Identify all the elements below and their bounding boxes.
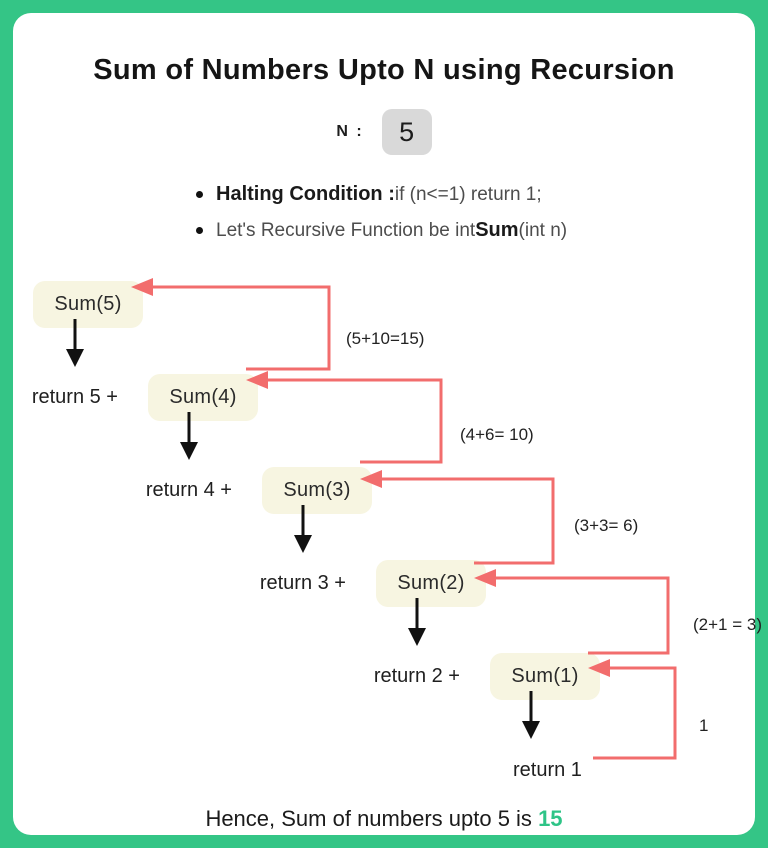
connector-label-15: (5+10=15) [346,329,425,348]
return-label-5: return 5 + [31,386,118,408]
bullet-dot-icon [196,191,203,198]
connector-label-6: (3+3= 6) [574,516,639,535]
conclusion-result: 15 [538,806,563,831]
n-input-row: N : 5 [13,109,755,155]
n-label: N : [336,123,364,140]
connector-label-1: 1 [699,716,709,735]
recursive-function-name: Sum [475,219,519,241]
return-label-3: return 3 + [259,572,346,594]
halting-condition-bold: Halting Condition : [216,183,395,205]
return-label-1: return 1 [513,759,582,781]
call-box-sum3: Sum(3) [262,467,372,514]
halting-condition-rest: if (n<=1) return 1; [394,183,542,205]
halting-condition-item: Halting Condition : if (n<=1) return 1; [196,183,567,206]
call-box-sum2: Sum(2) [376,560,486,607]
connector-label-10: (4+6= 10) [460,425,534,444]
return-label-2: return 2 + [373,665,460,687]
connector-label-3: (2+1 = 3) [693,615,762,634]
call-box-sum1: Sum(1) [490,653,600,700]
return-label-4: return 4 + [145,479,232,501]
recursive-function-item: Let's Recursive Function be int Sum (int… [196,219,567,242]
content-card: Sum of Numbers Upto N using Recursion N … [13,13,762,835]
call-box-sum4: Sum(4) [148,374,258,421]
bullet-dot-icon [196,227,203,234]
call-box-sum5: Sum(5) [33,281,143,328]
recursive-function-pre: Let's Recursive Function be int [216,219,476,241]
conclusion-pre: Hence, Sum of numbers upto 5 is [205,806,539,831]
recursive-function-post: (int n) [518,219,568,241]
bullet-list: Halting Condition : if (n<=1) return 1; … [196,183,567,255]
conclusion-text: Hence, Sum of numbers upto 5 is 15 [13,806,755,832]
page-title: Sum of Numbers Upto N using Recursion [93,54,675,86]
n-value-box: 5 [381,109,432,155]
